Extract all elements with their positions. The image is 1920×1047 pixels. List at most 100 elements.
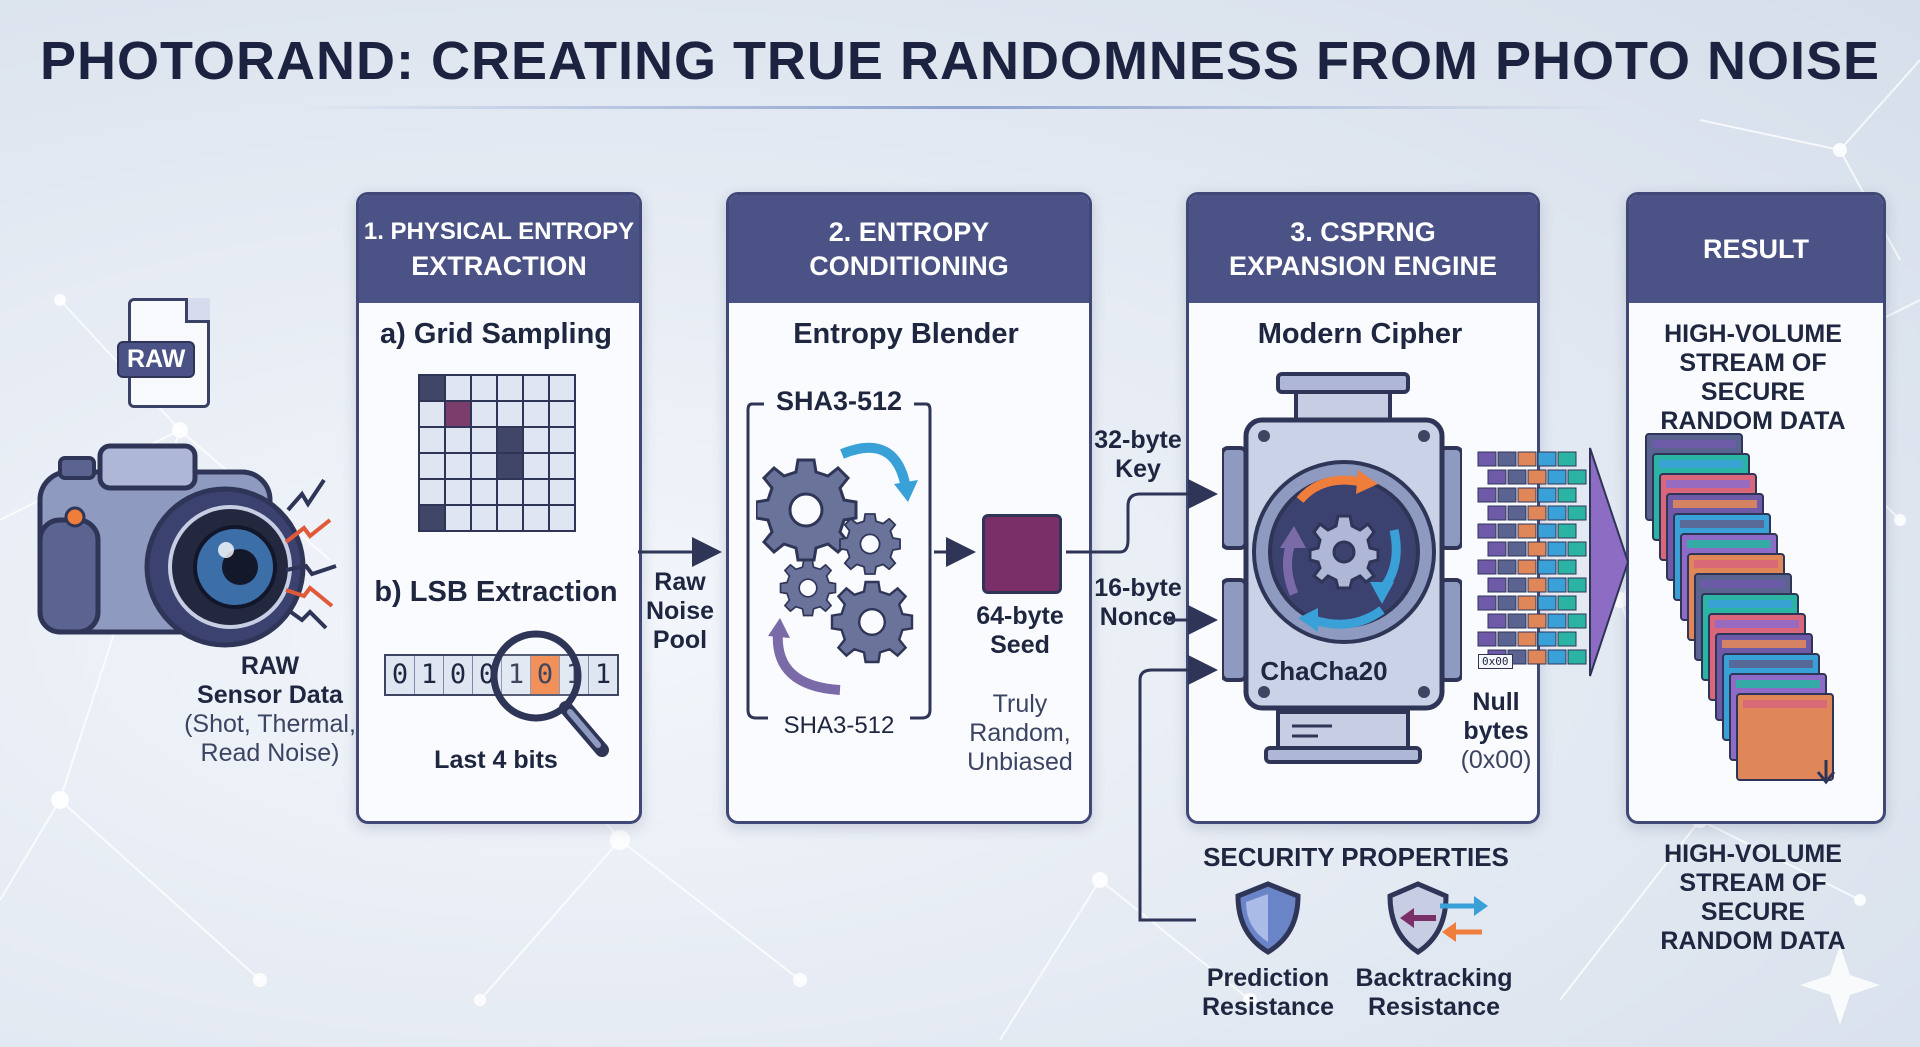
stream-byte	[1557, 631, 1577, 647]
stream-byte	[1537, 523, 1557, 539]
nonce-label: 16-byte Nonce	[1086, 574, 1190, 632]
prediction-shield-icon	[1235, 881, 1301, 955]
null-bytes-label: Null bytes (0x00)	[1436, 688, 1556, 775]
stream-byte	[1547, 649, 1567, 665]
stream-byte	[1547, 541, 1567, 557]
seed-block	[982, 514, 1062, 594]
stream-byte	[1567, 613, 1587, 629]
stream-byte	[1547, 505, 1567, 521]
seed-note: Truly Random, Unbiased	[950, 690, 1090, 777]
seed-label-line2: Seed	[990, 631, 1050, 659]
sensor-detail-line1: (Shot, Thermal,	[184, 710, 356, 738]
stream-byte	[1477, 631, 1497, 647]
stream-byte	[1487, 613, 1507, 629]
grid-cell	[420, 428, 444, 452]
card-stripe	[1722, 640, 1806, 648]
result-footer-line2: STREAM OF SECURE	[1679, 869, 1827, 926]
lsb-extraction-title: b) LSB Extraction	[374, 576, 618, 608]
stream-byte	[1477, 451, 1497, 467]
grid-cell	[524, 376, 548, 400]
hash-label-bottom: SHA3-512	[774, 712, 904, 740]
grid-cell	[472, 480, 496, 504]
backtracking-label-line2: Resistance	[1367, 993, 1501, 1021]
key-label: 32-byte Key	[1086, 426, 1190, 484]
camera-icon	[37, 443, 306, 648]
stream-byte	[1517, 451, 1537, 467]
sensor-label-line1: RAW	[240, 652, 300, 680]
grid-cell	[524, 480, 548, 504]
card-stripe	[1743, 700, 1827, 708]
grid-cell	[498, 376, 522, 400]
stream-null-tag: 0x00	[1478, 654, 1513, 669]
grid-sampling-title: a) Grid Sampling	[379, 318, 613, 350]
stream-byte	[1527, 649, 1547, 665]
sampling-grid	[418, 374, 576, 532]
panel1-header-line1: 1. PHYSICAL ENTROPY	[363, 218, 635, 245]
stream-byte	[1477, 523, 1497, 539]
noise-pool-line1: Raw	[654, 568, 706, 596]
grid-cell	[498, 454, 522, 478]
stream-byte	[1537, 631, 1557, 647]
stream-byte	[1567, 577, 1587, 593]
stream-byte	[1527, 541, 1547, 557]
chacha20-label: ChaCha20	[1260, 656, 1388, 686]
grid-cell	[446, 428, 470, 452]
card-stripe	[1708, 600, 1792, 608]
grid-cell	[498, 480, 522, 504]
grid-cell	[550, 402, 574, 426]
card-stripe	[1729, 660, 1813, 668]
stream-byte	[1497, 595, 1517, 611]
bit-cell: 1	[594, 659, 612, 690]
result-desc-line2: STREAM OF SECURE	[1679, 349, 1827, 406]
stream-byte	[1477, 595, 1497, 611]
page-title: PHOTORAND: CREATING TRUE RANDOMNESS FROM…	[39, 31, 1881, 91]
grid-cell	[550, 454, 574, 478]
sensor-detail-label: (Shot, Thermal, Read Noise)	[170, 710, 370, 768]
entropy-blender-title: Entropy Blender	[793, 318, 1019, 350]
sensor-data-label: RAW Sensor Data	[170, 652, 370, 710]
result-footer: HIGH-VOLUME STREAM OF SECURE RANDOM DATA	[1626, 840, 1880, 956]
stream-byte	[1557, 523, 1577, 539]
key-label-line1: 32-byte	[1094, 426, 1182, 454]
stream-byte	[1477, 559, 1497, 575]
backtracking-resistance-label: Backtracking Resistance	[1352, 964, 1516, 1022]
stream-byte	[1517, 559, 1537, 575]
grid-cell	[472, 402, 496, 426]
grid-cell	[472, 376, 496, 400]
panel2-header-line2: CONDITIONING	[809, 251, 1009, 281]
stream-byte	[1567, 541, 1587, 557]
panel3-header: 3. CSPRNG EXPANSION ENGINE	[1189, 195, 1537, 303]
card-stripe	[1652, 440, 1736, 448]
noise-spark-icons	[284, 478, 337, 630]
stream-byte	[1497, 451, 1517, 467]
card-stripe	[1687, 540, 1771, 548]
stream-byte	[1507, 505, 1527, 521]
card-stripe	[1694, 560, 1778, 568]
noise-pool-line3: Pool	[652, 626, 708, 654]
raw-noise-pool-label: Raw Noise Pool	[630, 568, 730, 655]
grid-cell	[498, 506, 522, 530]
panel3-header-line2: EXPANSION ENGINE	[1228, 251, 1498, 281]
grid-cell	[446, 402, 470, 426]
result-desc-line3: RANDOM DATA	[1660, 407, 1846, 435]
noise-pool-line2: Noise	[645, 597, 715, 625]
prediction-resistance-label: Prediction Resistance	[1188, 964, 1348, 1022]
grid-cell	[420, 480, 444, 504]
seed-label-line1: 64-byte	[976, 602, 1064, 630]
raw-file-icon: RAW	[117, 298, 210, 408]
null-label-line2: bytes	[1463, 717, 1529, 745]
grid-cell	[498, 402, 522, 426]
sensor-label-line2: Sensor Data	[197, 681, 343, 709]
stream-byte	[1487, 541, 1507, 557]
stream-byte	[1507, 577, 1527, 593]
stream-byte	[1487, 505, 1507, 521]
stream-byte	[1537, 487, 1557, 503]
result-desc-line1: HIGH-VOLUME	[1664, 320, 1842, 348]
stream-byte	[1567, 505, 1587, 521]
sparkle-icon	[1800, 945, 1880, 1025]
magnifier-icon	[490, 630, 609, 757]
seed-note-line2: Random,	[969, 719, 1071, 747]
panel2-header-line1: 2. ENTROPY	[828, 217, 990, 247]
stream-byte	[1567, 469, 1587, 485]
random-data-cards-icon	[1645, 433, 1836, 785]
